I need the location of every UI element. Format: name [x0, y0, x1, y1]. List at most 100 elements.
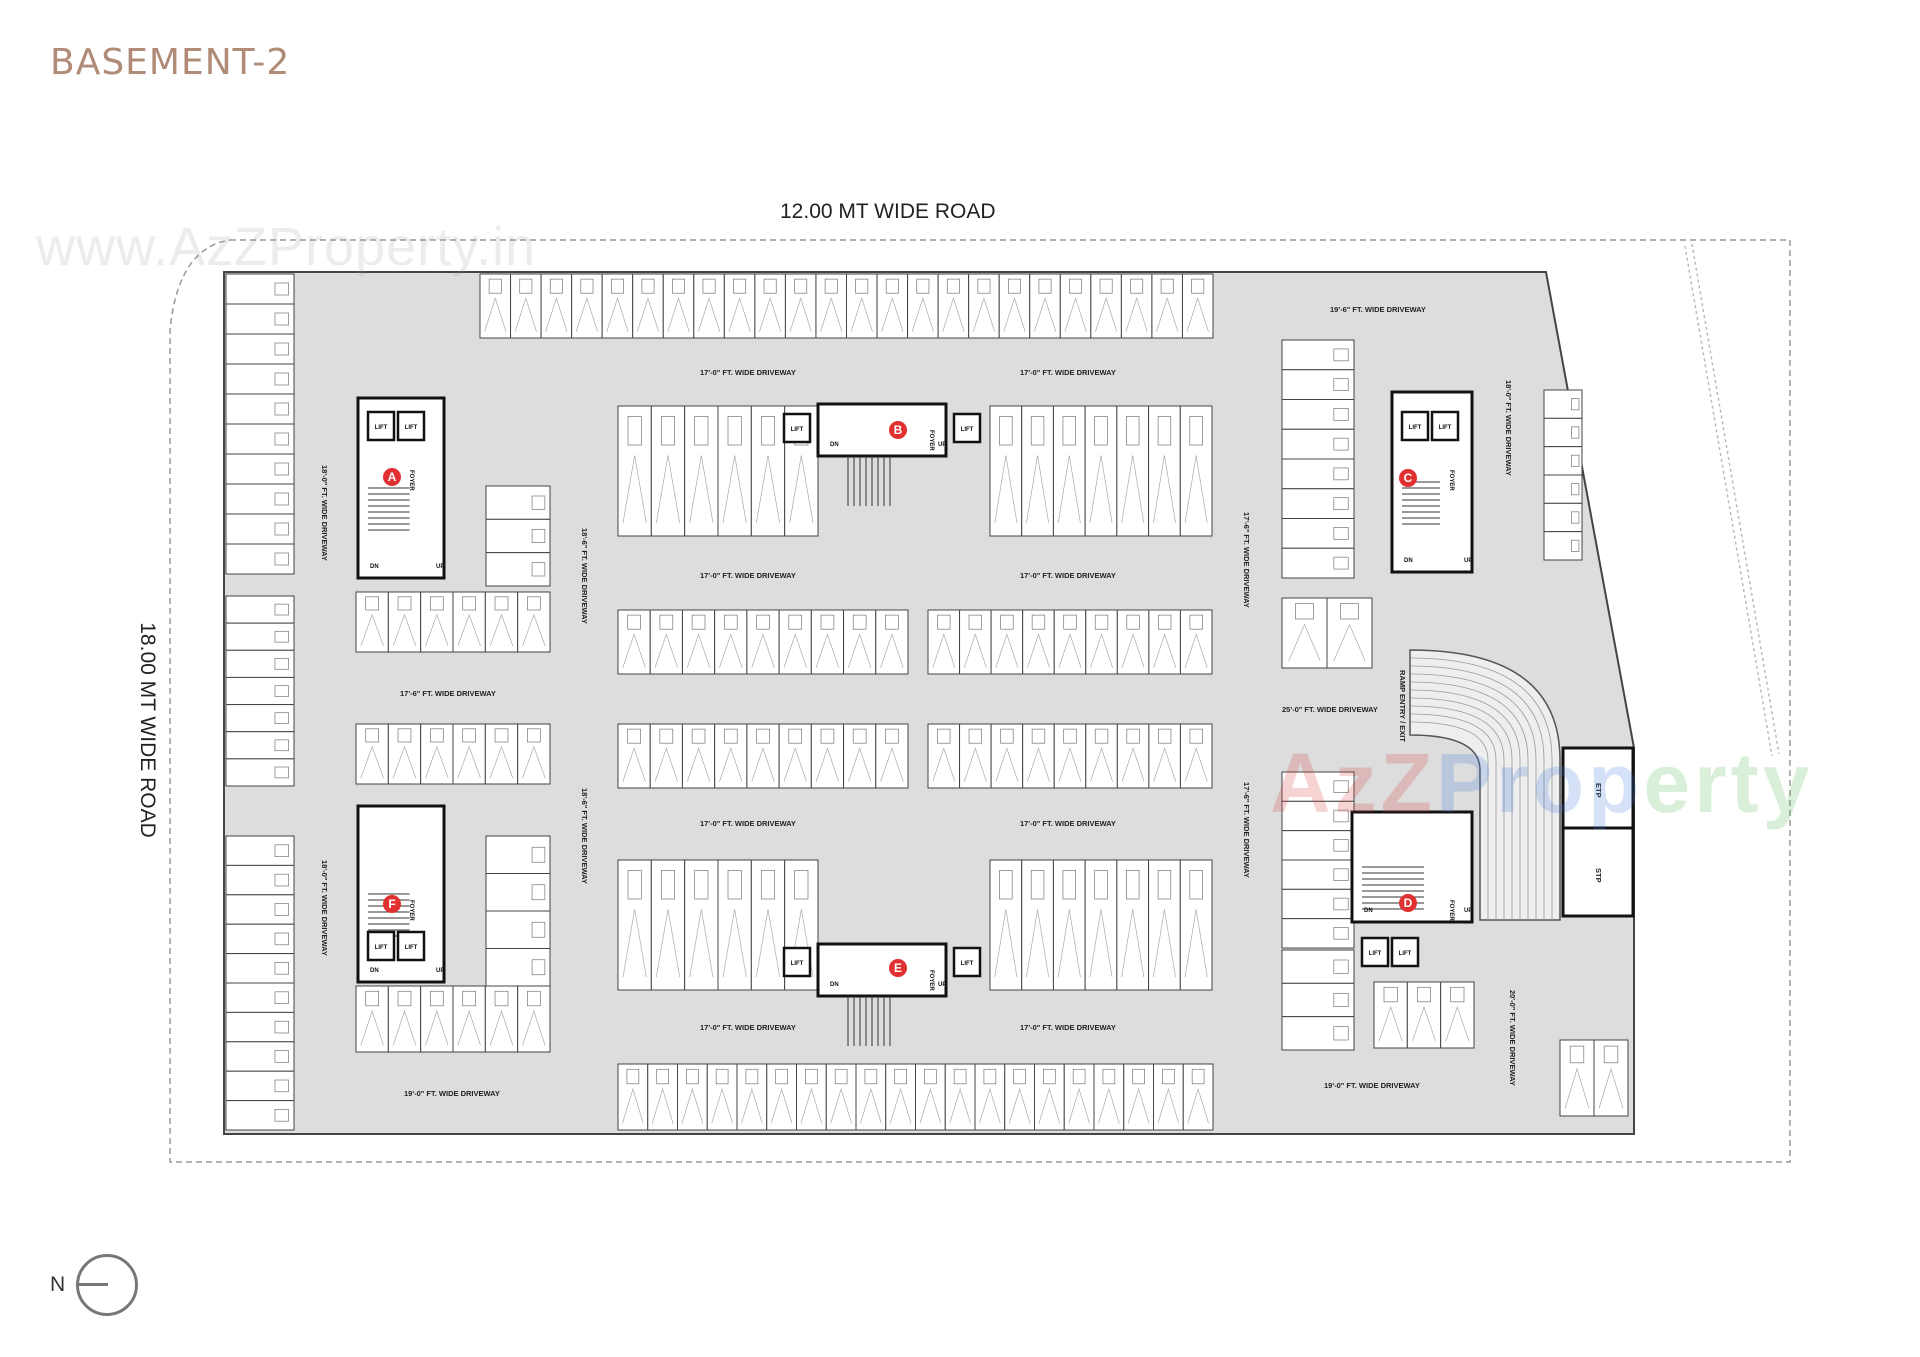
- car-icon: [1030, 870, 1045, 900]
- bay-outline: [810, 609, 845, 675]
- bay-outline: [355, 591, 389, 653]
- parking-bay: [1034, 1063, 1065, 1131]
- site-boundary: [169, 239, 1791, 1163]
- bay-outline: [650, 859, 686, 991]
- car-icon: [953, 1068, 967, 1085]
- driveway-label: 17'-0" FT. WIDE DRIVEWAY: [700, 571, 796, 580]
- car-icon: [1132, 1068, 1145, 1085]
- bay-marking: [942, 297, 965, 332]
- bay-outline: [784, 273, 817, 339]
- driveway-label: 19'-0" FT. WIDE DRIVEWAY: [404, 1089, 500, 1098]
- bay-outline: [225, 453, 295, 485]
- bay-marking: [622, 747, 646, 782]
- parking-bay: [717, 405, 752, 537]
- car-icon: [527, 596, 541, 611]
- car-icon: [691, 728, 706, 744]
- parking-bay: [1084, 405, 1118, 537]
- bay-marking: [815, 633, 840, 668]
- parking-bay: [225, 923, 295, 955]
- driveway-label: 17'-0" FT. WIDE DRIVEWAY: [1020, 571, 1116, 580]
- lift-box: [1360, 936, 1390, 968]
- parking-bay: [1120, 273, 1153, 339]
- parking-bay: [225, 1100, 295, 1131]
- parking-bay: [885, 1063, 916, 1131]
- parking-bay: [1116, 405, 1150, 537]
- parking-bay: [225, 595, 295, 624]
- bay-marking: [783, 747, 807, 782]
- car-icon: [627, 416, 642, 446]
- car-icon: [1333, 780, 1349, 793]
- car-icon: [852, 728, 867, 744]
- bay-marking: [830, 1087, 852, 1124]
- bay-outline: [1281, 1016, 1355, 1051]
- car-icon: [715, 1068, 729, 1085]
- bay-outline: [1281, 597, 1328, 669]
- bay-outline: [1022, 609, 1055, 675]
- stair-up-label: UP: [436, 564, 444, 570]
- bay-outline: [1281, 982, 1355, 1018]
- bay-marking: [1184, 909, 1208, 978]
- core-marker: [383, 468, 401, 486]
- ramp-label: RAMP ENTRY / EXIT: [1398, 670, 1407, 742]
- car-icon: [820, 614, 835, 630]
- parking-bay: [540, 273, 573, 339]
- bay-outline: [736, 1063, 768, 1131]
- parking-bay: [998, 273, 1031, 339]
- bay-outline: [1052, 859, 1086, 991]
- car-icon: [627, 728, 641, 744]
- bay-marking: [850, 297, 873, 332]
- bay-outline: [225, 363, 295, 395]
- stair-down-label: DN: [370, 968, 379, 974]
- bay-outline: [225, 923, 295, 955]
- car-icon: [365, 990, 379, 1007]
- parking-bay: [1148, 859, 1181, 991]
- bay-marking: [457, 613, 481, 647]
- parking-bay: [714, 609, 748, 675]
- ramp-line: [1409, 721, 1489, 920]
- car-icon: [937, 728, 951, 744]
- bay-outline: [1543, 502, 1583, 533]
- bay-outline: [937, 273, 970, 339]
- bay-outline: [843, 609, 877, 675]
- bay-outline: [1281, 771, 1355, 802]
- driveway-label: 17'-6" FT. WIDE DRIVEWAY: [400, 689, 496, 698]
- bay-marking: [820, 297, 843, 332]
- bay-outline: [1559, 1039, 1595, 1117]
- parking-bay: [225, 273, 295, 305]
- ramp-line: [1409, 665, 1545, 920]
- bay-outline: [649, 609, 683, 675]
- car-icon: [999, 870, 1013, 900]
- bay-marking: [667, 297, 690, 332]
- road-label-top: 12.00 MT WIDE ROAD: [780, 200, 996, 223]
- driveway-label: 17'-0" FT. WIDE DRIVEWAY: [1020, 368, 1116, 377]
- stp-label: STP: [1594, 868, 1603, 883]
- car-icon: [274, 903, 289, 916]
- car-icon: [274, 312, 289, 326]
- bay-marking: [1095, 297, 1118, 332]
- car-icon: [1000, 728, 1014, 744]
- bay-outline: [968, 273, 1000, 339]
- bay-outline: [1281, 859, 1355, 890]
- car-icon: [1013, 1068, 1026, 1085]
- car-icon: [274, 492, 289, 506]
- car-icon: [527, 990, 541, 1007]
- core-marker: [1399, 894, 1417, 912]
- bay-marking: [963, 747, 987, 782]
- bay-marking: [919, 1087, 942, 1124]
- bay-outline: [815, 273, 847, 339]
- car-icon: [820, 728, 835, 744]
- driveway-label: 19'-0" FT. WIDE DRIVEWAY: [1324, 1081, 1420, 1090]
- foyer-label: FOYER: [408, 470, 414, 491]
- lift-box: [952, 412, 982, 444]
- car-icon: [1043, 1068, 1056, 1085]
- bay-marking: [995, 747, 1019, 782]
- bay-marking: [1411, 1005, 1437, 1042]
- bay-marking: [994, 455, 1018, 524]
- lift-label: LIFT: [1439, 425, 1452, 431]
- parking-bay: [225, 303, 295, 335]
- bay-marking: [783, 633, 807, 668]
- car-icon: [274, 603, 289, 616]
